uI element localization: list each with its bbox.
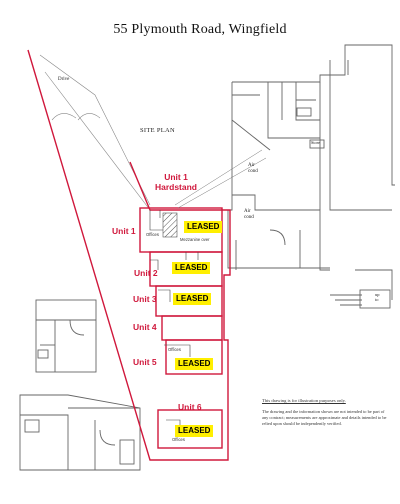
unit-2-status-badge: LEASED [172,262,211,274]
units-outline [139,207,223,449]
unit-1-offices-label: Offices [146,232,159,237]
unit-6-offices-label: Offices [172,437,185,442]
up-label: up to [375,292,380,302]
unit-5-status-badge: LEASED [175,358,214,370]
hardstand-label: Unit 1 Hardstand [154,172,198,192]
air-cond-label-1: Air cond [248,163,258,174]
unit-6-label: Unit 6 [178,402,202,412]
disclaimer-block: This drawing is for illustration purpose… [262,398,387,427]
west-building-outline [35,299,97,373]
unit-internal-lines [149,210,199,432]
site-plan-label: SITE PLAN [140,127,176,134]
unit-5-offices-label: Offices [168,347,181,352]
disclaimer-heading: This drawing is for illustration purpose… [262,398,346,403]
southwest-building-outline [19,394,141,471]
store-label: Store [311,140,320,145]
mezzanine-hatch [162,212,178,238]
unit-3-label: Unit 3 [133,294,157,304]
main-building-outline [227,44,395,309]
drive-label: Drive [58,77,70,82]
air-cond-label-2: Air cond [244,209,254,220]
disclaimer-body: The drawing and the information shown ar… [262,409,387,426]
hardstand-leaders [174,149,267,209]
unit-1-status-badge: LEASED [184,221,223,233]
unit-4-label: Unit 4 [133,322,157,332]
unit-5-label: Unit 5 [133,357,157,367]
mezzanine-label: Mezzanine over [180,237,210,242]
page-title: 55 Plymouth Road, Wingfield [113,22,287,37]
unit-2-label: Unit 2 [134,268,158,278]
drive-outline [39,54,151,211]
unit-1-label: Unit 1 [112,226,136,236]
site-boundary [27,49,231,461]
unit-3-status-badge: LEASED [173,293,212,305]
unit-6-status-badge: LEASED [175,425,214,437]
